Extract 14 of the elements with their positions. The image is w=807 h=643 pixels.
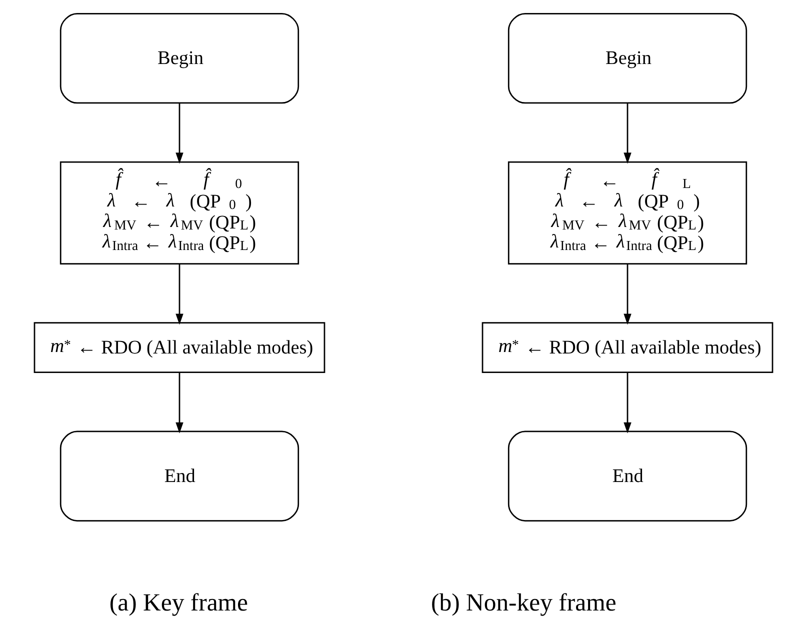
arrow: [176, 372, 184, 434]
node-box: Begin: [508, 12, 748, 104]
arrow: [176, 103, 184, 164]
node-box: m* ← RDO (All available modes): [482, 322, 774, 374]
label: (b) Non-key frame: [430, 590, 616, 617]
arrow: [624, 103, 632, 164]
arrow: [176, 264, 184, 325]
node-box: End: [508, 430, 748, 522]
node-box: End: [60, 430, 300, 522]
arrow: [624, 372, 632, 434]
label: (a) Key frame: [109, 590, 248, 617]
node-box: Begin: [60, 12, 300, 104]
arrow: [624, 264, 632, 325]
node-box: m* ← RDO (All available modes): [34, 322, 326, 374]
